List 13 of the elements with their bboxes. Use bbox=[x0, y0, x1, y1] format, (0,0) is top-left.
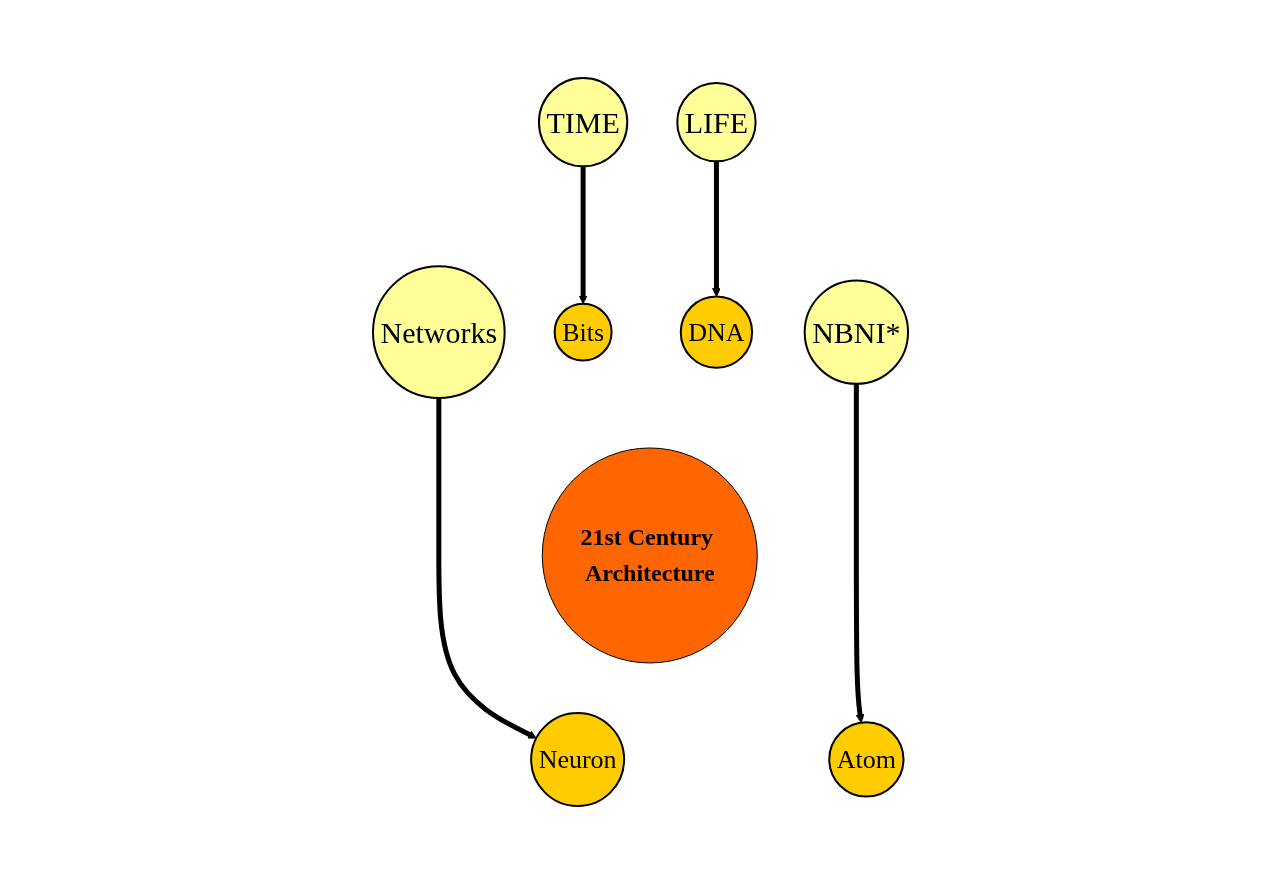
node-circle: Atom bbox=[828, 721, 905, 798]
arrow bbox=[854, 383, 865, 724]
arrow bbox=[712, 161, 722, 297]
node-circle: TIME bbox=[538, 77, 629, 168]
node-circle: LIFE bbox=[676, 82, 758, 163]
node-circle: NBNI* bbox=[804, 279, 910, 385]
node-circle: Networks bbox=[372, 265, 507, 399]
arrow bbox=[436, 398, 538, 739]
node-circle: Neuron bbox=[530, 712, 626, 807]
node-circle: 21st Century Architecture bbox=[542, 447, 759, 664]
arrow bbox=[579, 166, 588, 305]
node-circle: DNA bbox=[680, 295, 754, 369]
node-circle: Bits bbox=[554, 302, 614, 362]
